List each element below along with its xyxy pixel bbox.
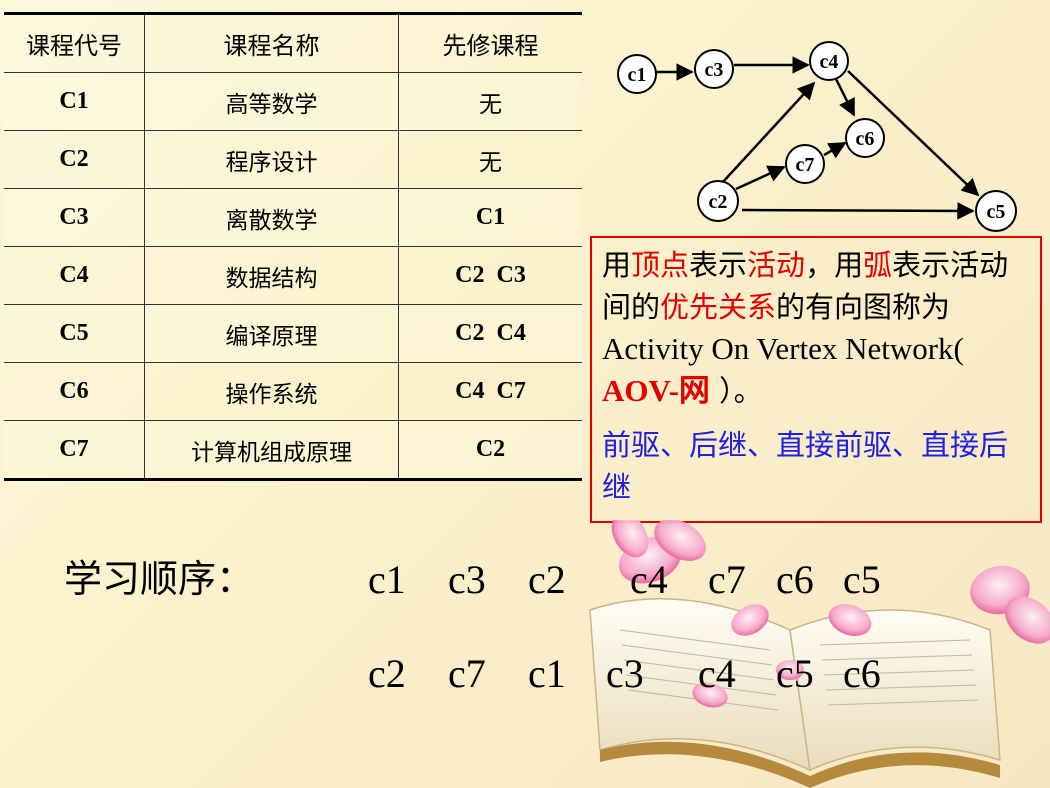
course-code: C7 <box>4 420 145 480</box>
header-course-name: 课程名称 <box>144 13 399 73</box>
table-row: C4 数据结构 C2 C3 <box>4 246 582 305</box>
course-name: 数据结构 <box>144 246 399 305</box>
course-code: C3 <box>4 188 145 247</box>
course-prereq: C1 <box>398 188 582 247</box>
flower-petals-icon <box>611 520 1050 708</box>
graph-node: c3 <box>694 49 734 89</box>
edge-c2-c7 <box>735 165 786 191</box>
definition-highlight: 顶点 <box>631 248 690 282</box>
graph-node: c6 <box>845 118 885 158</box>
svg-text:c7: c7 <box>796 154 815 176</box>
edge-c4-c5 <box>847 70 980 197</box>
definition-part: 用 <box>602 248 632 282</box>
definition-part: ，用 <box>805 248 864 282</box>
course-prereq: C4 C7 <box>398 362 582 421</box>
svg-text:c3: c3 <box>705 59 724 81</box>
definition-part: 表示活动间的 <box>602 248 1009 324</box>
course-name: 计算机组成原理 <box>144 420 399 480</box>
book-flowers-illustration <box>589 520 1050 788</box>
course-code: C4 <box>4 246 145 305</box>
definition-text: 用顶点表示活动，用弧表示活动间的优先关系的有向图称为 Activity On Ve… <box>602 244 1030 412</box>
svg-text:c6: c6 <box>856 128 875 150</box>
table-header-row: 课程代号 课程名称 先修课程 <box>4 13 582 73</box>
order-item: c7 <box>708 557 746 602</box>
course-prereq: C2 C4 <box>398 304 582 363</box>
course-code: C6 <box>4 362 145 421</box>
table-row: C3 离散数学 C1 <box>4 188 582 247</box>
related-terms: 前驱、后继、直接前驱、直接后继 <box>602 428 1009 504</box>
header-course-code: 课程代号 <box>4 13 145 73</box>
course-code: C5 <box>4 304 145 363</box>
course-name: 编译原理 <box>144 304 399 363</box>
order-item: c5 <box>843 557 881 602</box>
order-item: c2 <box>528 557 566 602</box>
header-prerequisites: 先修课程 <box>442 32 539 60</box>
graph-node: c2 <box>697 180 739 222</box>
definition-highlight: 弧 <box>863 248 893 282</box>
edge-c7-c6 <box>823 141 847 159</box>
table-row: C6 操作系统 C4 C7 <box>4 362 582 421</box>
svg-text:c4: c4 <box>820 51 839 73</box>
edge-c4-c6 <box>834 78 856 117</box>
definition-highlight: 活动 <box>747 248 806 282</box>
aov-graph: c1 c3 c4 c6 c7 c2 c5 <box>617 41 1017 232</box>
definition-part: ）。 <box>709 374 763 408</box>
order-item: c7 <box>448 651 486 696</box>
course-name: 程序设计 <box>144 130 399 189</box>
order-item: c5 <box>776 651 814 696</box>
course-prereq: C2 C3 <box>398 246 582 305</box>
course-prereq: 无 <box>398 72 582 131</box>
order-item: c4 <box>630 557 668 602</box>
graph-node: c7 <box>785 144 825 184</box>
course-prereq: 无 <box>398 130 582 189</box>
learning-order-label: 学习顺序： <box>64 557 255 601</box>
order-item: c1 <box>528 651 566 696</box>
order-item: c3 <box>606 651 644 696</box>
course-prereq: C2 <box>398 420 582 480</box>
table-row: C7 计算机组成原理 C2 <box>4 420 582 480</box>
course-code: C1 <box>4 72 145 131</box>
definition-box: 用顶点表示活动，用弧表示活动间的优先关系的有向图称为 Activity On Ve… <box>590 236 1042 523</box>
aov-term: AOV-网 <box>602 373 710 408</box>
definition-part: 表示 <box>689 248 748 282</box>
svg-text:c5: c5 <box>987 201 1006 223</box>
definition-part: Activity On Vertex Network( <box>602 331 972 366</box>
course-name: 高等数学 <box>144 72 399 131</box>
graph-node: c5 <box>975 190 1017 232</box>
svg-text:c2: c2 <box>709 191 728 213</box>
course-table: 课程代号 课程名称 先修课程 C1 高等数学 无 C2 程序设计 无 C3 离散… <box>4 12 582 481</box>
order-item: c6 <box>776 557 814 602</box>
svg-text:c1: c1 <box>628 64 647 86</box>
order-item: c3 <box>448 557 486 602</box>
definition-part: 的有向图称为 <box>776 290 951 324</box>
order-item: c2 <box>368 651 406 696</box>
graph-node: c1 <box>617 54 657 94</box>
course-name: 操作系统 <box>144 362 399 421</box>
table-row: C5 编译原理 C2 C4 <box>4 304 582 363</box>
edge-c2-c4 <box>721 81 816 184</box>
table-row: C2 程序设计 无 <box>4 130 582 189</box>
order-item: c4 <box>698 651 736 696</box>
table-row: C1 高等数学 无 <box>4 72 582 131</box>
course-name: 离散数学 <box>144 188 399 247</box>
edge-c2-c5 <box>741 202 975 220</box>
order-item: c6 <box>843 651 881 696</box>
course-code: C2 <box>4 130 145 189</box>
order-item: c1 <box>368 557 406 602</box>
graph-node: c4 <box>809 41 849 81</box>
definition-highlight: 优先关系 <box>660 290 777 324</box>
